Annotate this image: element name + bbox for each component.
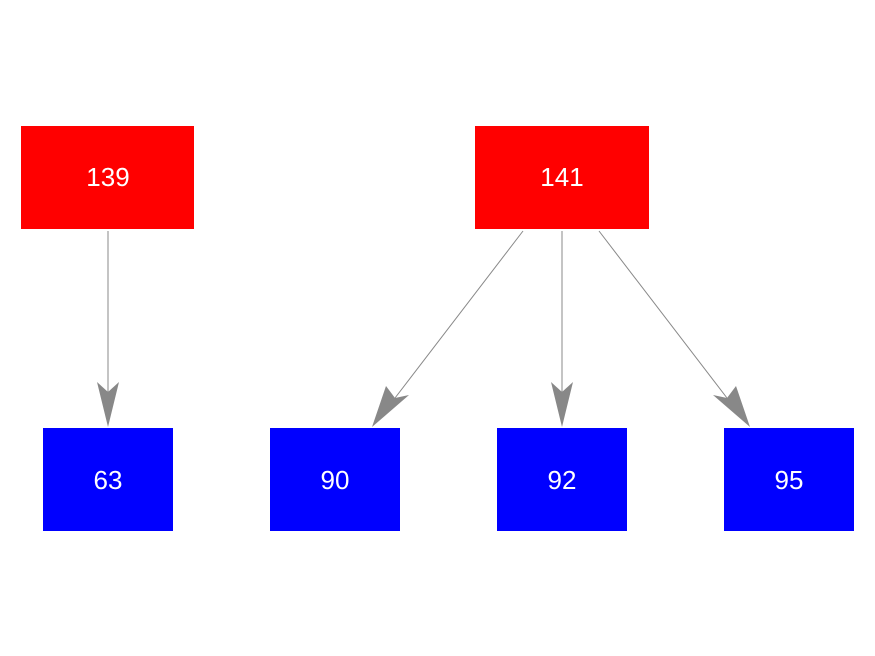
edge-line [394,230,524,399]
node-label: 141 [540,162,583,192]
node-box [43,428,173,531]
node-box [21,126,194,229]
edge-141-92 [551,231,573,427]
edge-141-95 [598,230,750,427]
node-139[interactable]: 139 [21,126,194,229]
node-box [724,428,854,531]
edge-141-90 [372,230,524,427]
arrowhead-icon [97,382,119,427]
node-box [475,126,649,229]
arrowhead-icon [372,386,409,427]
node-label: 139 [86,162,129,192]
node-141[interactable]: 141 [475,126,649,229]
arrowhead-icon [713,386,750,427]
node-90[interactable]: 90 [270,428,400,531]
node-label: 95 [775,465,804,495]
node-95[interactable]: 95 [724,428,854,531]
arrowhead-icon [551,382,573,427]
edge-139-63 [97,231,119,427]
node-label: 92 [548,465,577,495]
node-63[interactable]: 63 [43,428,173,531]
node-label: 90 [321,465,350,495]
node-box [497,428,627,531]
node-92[interactable]: 92 [497,428,627,531]
edge-line [598,230,728,399]
node-label: 63 [94,465,123,495]
node-box [270,428,400,531]
